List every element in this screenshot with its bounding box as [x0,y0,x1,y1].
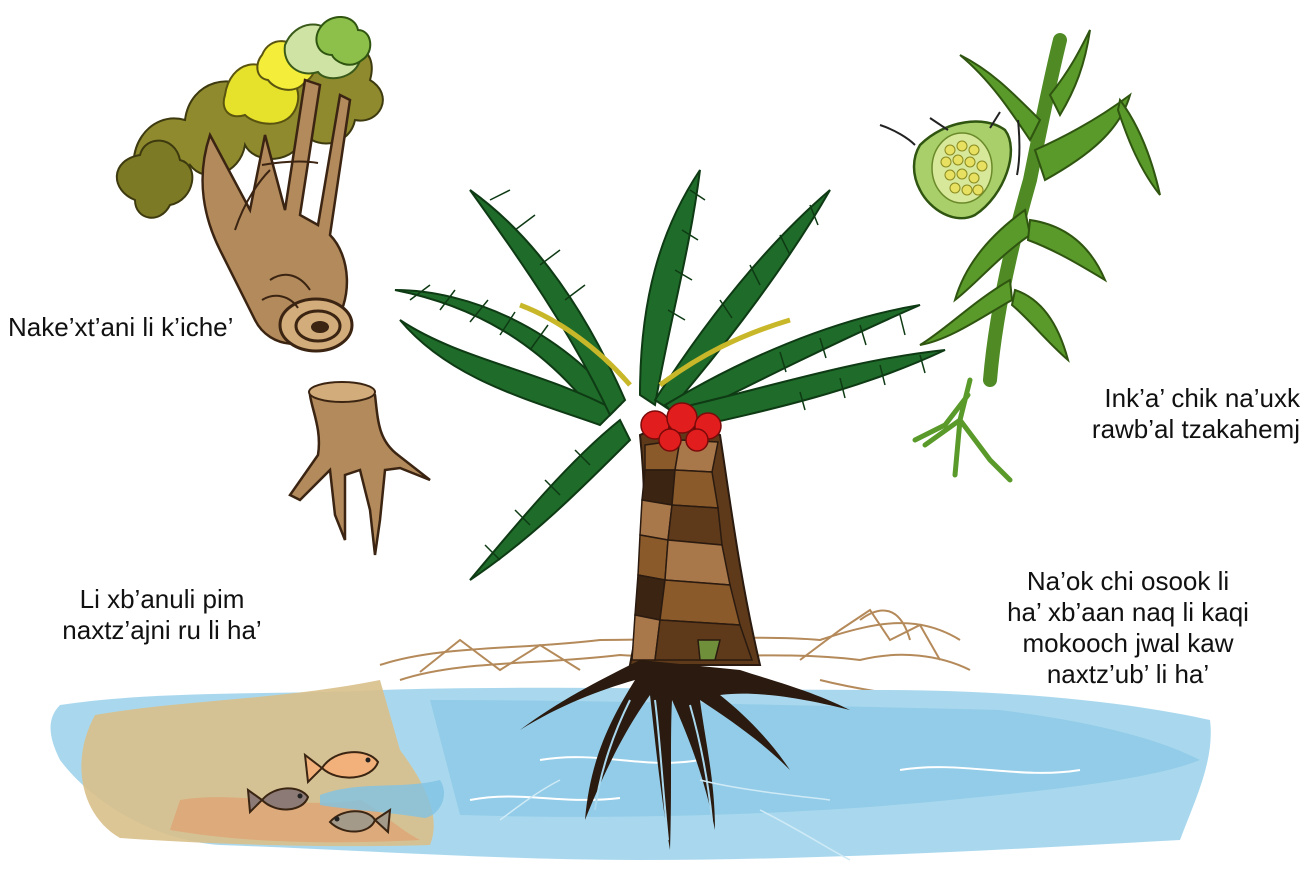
label-line: Li xb’anuli pim [22,584,302,615]
label-line: Ink’a’ chik na’uxk [1040,383,1300,414]
label-line: naxtz’ajni ru li ha’ [22,615,302,646]
label-line: Na’ok chi osook li [978,566,1278,597]
label-line: rawb’al tzakahemj [1040,414,1300,445]
label-line: ha’ xb’aan naq li kaqi [978,597,1278,628]
cut-tree [117,17,430,555]
label-deforestation: Nake’xt’ani li k’iche’ [8,312,233,343]
label-line: naxtz’ub’ li ha’ [978,659,1278,690]
label-fish-water: Li xb’anuli pim naxtz’ajni ru li ha’ [22,584,302,646]
label-line: mokooch jwal kaw [978,628,1278,659]
label-line: Nake’xt’ani li k’iche’ [8,312,233,343]
label-crops: Ink’a’ chik na’uxk rawb’al tzakahemj [1040,383,1300,445]
label-roots-water: Na’ok chi osook li ha’ xb’aan naq li kaq… [978,566,1278,690]
